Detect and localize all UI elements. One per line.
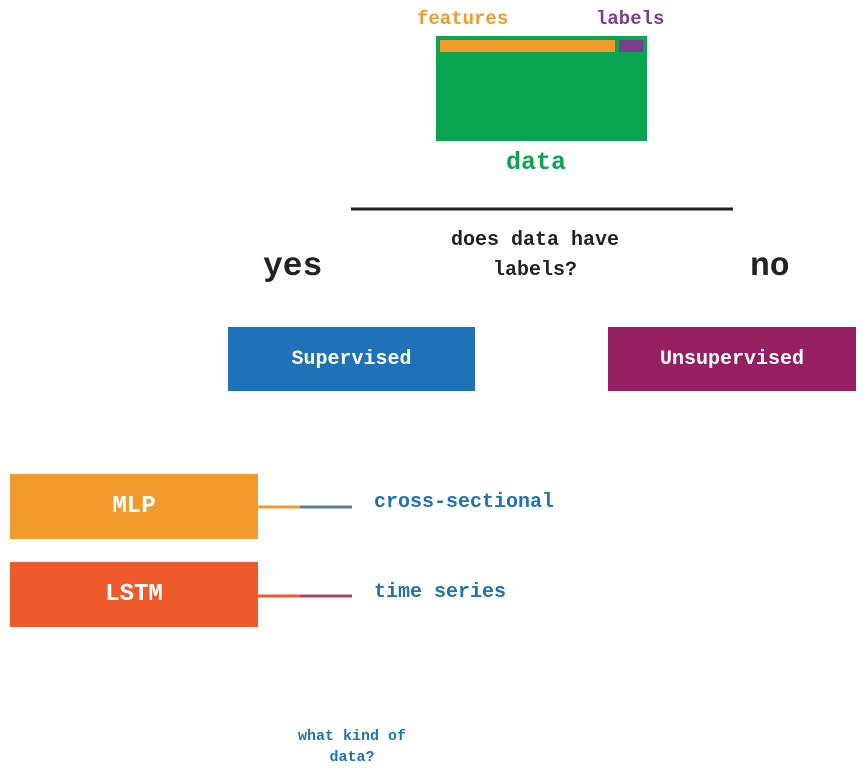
lstm-label: LSTM — [105, 581, 163, 608]
data-label: data — [506, 148, 567, 177]
features-bar — [440, 40, 615, 52]
mlp-label: MLP — [112, 493, 156, 520]
labels-bar — [619, 40, 643, 52]
yes-label: yes — [263, 248, 323, 285]
data-kind-question: what kind of data? — [297, 728, 407, 766]
supervised-label: Supervised — [291, 347, 412, 371]
labels-question: does data have labels? — [450, 229, 620, 282]
no-label: no — [750, 248, 790, 285]
labels-label: labels — [596, 8, 665, 30]
unsupervised-label: Unsupervised — [659, 347, 805, 371]
data-table-block — [436, 36, 647, 141]
supervised-box: Supervised — [228, 327, 475, 391]
unsupervised-box: Unsupervised — [608, 327, 856, 391]
features-label: features — [417, 8, 509, 30]
time-series-label: time series — [374, 581, 507, 604]
cross-sectional-label: cross-sectional — [374, 491, 555, 514]
lstm-box: LSTM — [10, 562, 258, 627]
mlp-box: MLP — [10, 474, 258, 539]
